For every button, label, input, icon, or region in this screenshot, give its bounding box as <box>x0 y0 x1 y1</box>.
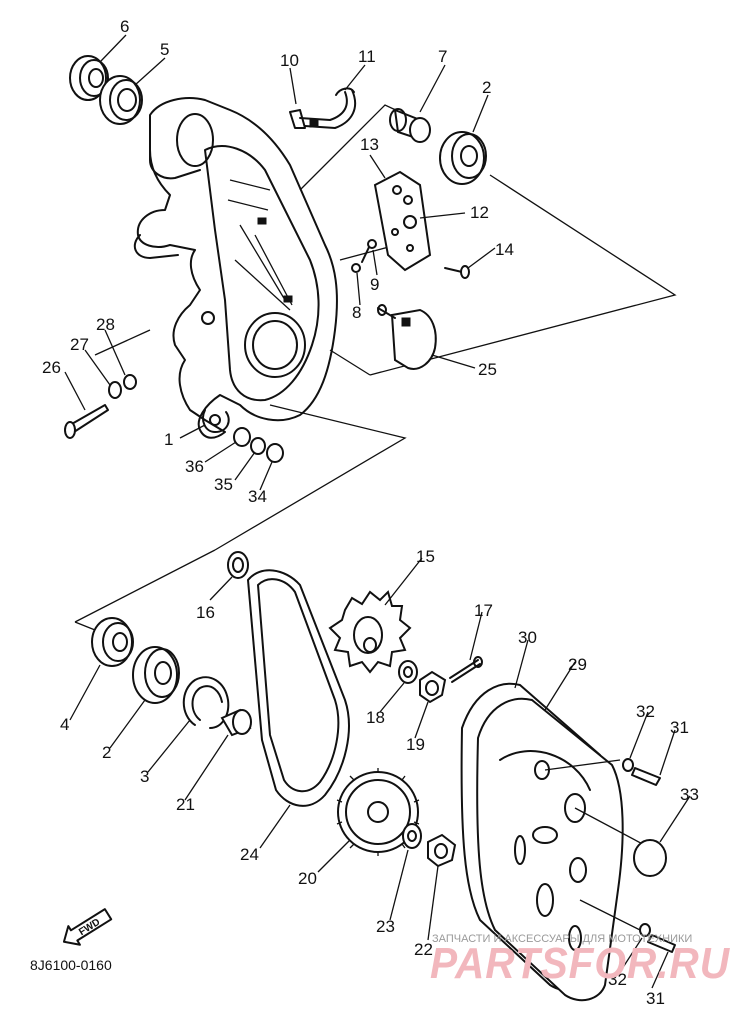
part-26-27-28-bolt <box>64 374 137 439</box>
callout-3: 3 <box>140 767 149 786</box>
part-10-11-breather <box>289 87 357 129</box>
callout-23: 23 <box>376 917 395 936</box>
callout-2-upper: 2 <box>482 78 491 97</box>
callout-22: 22 <box>414 940 433 959</box>
part-18-19-washer-nut <box>398 660 447 704</box>
diagram-code: 8J6100-0160 <box>30 957 112 973</box>
part-20-sprocket <box>336 768 420 856</box>
part-16-collar <box>227 551 249 579</box>
fwd-label: FWD <box>77 917 102 938</box>
part-8-9-screw <box>351 239 377 273</box>
part-4-seal-lower <box>91 617 134 667</box>
callout-11: 11 <box>358 47 376 66</box>
callout-32-lower: 32 <box>608 970 627 989</box>
callout-31-lower: 31 <box>646 989 665 1008</box>
callout-24: 24 <box>240 845 259 864</box>
part-25-tensioner <box>377 304 437 370</box>
callout-33: 33 <box>680 785 699 804</box>
callout-31-upper: 31 <box>670 718 689 737</box>
chain-case-housing <box>133 97 338 439</box>
callout-6: 6 <box>120 17 129 36</box>
part-17-cotter-pin <box>449 656 483 683</box>
callout-14: 14 <box>495 240 514 259</box>
callout-10: 10 <box>280 51 299 70</box>
callout-17: 17 <box>474 601 493 620</box>
callout-32-upper: 32 <box>636 702 655 721</box>
callout-4: 4 <box>60 715 69 734</box>
watermark: ЗАПЧАСТИ И АКСЕССУАРЫ ДЛЯ МОТОТЕХНИКИ PA… <box>430 933 730 988</box>
callout-27: 27 <box>70 335 89 354</box>
part-33-cap <box>574 807 667 877</box>
part-21-collar <box>220 708 252 737</box>
callout-1: 1 <box>164 430 173 449</box>
part-5-bearing <box>99 75 143 125</box>
part-34-35-36-fasteners <box>233 427 284 463</box>
part-2-bearing-lower <box>132 646 180 704</box>
callout-13: 13 <box>360 135 379 154</box>
callout-12: 12 <box>470 203 489 222</box>
part-12-13-plate <box>373 170 432 272</box>
part-14-screw <box>444 265 470 279</box>
callout-7: 7 <box>438 47 447 66</box>
part-24-chain <box>247 569 350 807</box>
callout-21: 21 <box>176 795 195 814</box>
watermark-logo: PARTSFOR.RU <box>430 939 730 988</box>
reference-lines-upper <box>74 104 677 631</box>
part-2-bearing-upper <box>439 131 487 185</box>
callout-16: 16 <box>196 603 215 622</box>
part-22-23-washer-nut <box>402 823 457 868</box>
part-31-32-bolts <box>544 758 676 953</box>
part-15-sprocket <box>328 590 412 674</box>
watermark-tagline: ЗАПЧАСТИ И АКСЕССУАРЫ ДЛЯ МОТОТЕХНИКИ <box>432 933 692 945</box>
callout-29: 29 <box>568 655 587 674</box>
callout-19: 19 <box>406 735 425 754</box>
part-7-collar <box>389 108 431 143</box>
callout-20: 20 <box>298 869 317 888</box>
callout-15: 15 <box>416 547 435 566</box>
leader-lines <box>64 34 691 989</box>
fwd-arrow: FWD <box>62 908 113 946</box>
callout-26: 26 <box>42 358 61 377</box>
callout-8: 8 <box>352 303 361 322</box>
callout-25: 25 <box>478 360 497 379</box>
callout-2-lower: 2 <box>102 743 111 762</box>
callout-36: 36 <box>185 457 204 476</box>
callout-labels: 6 5 10 11 7 2 13 12 14 9 8 25 28 27 26 1… <box>42 17 699 1008</box>
callout-5: 5 <box>160 40 169 59</box>
callout-35: 35 <box>214 475 233 494</box>
part-6-oil-seal <box>69 55 109 101</box>
part-29-30-cover <box>460 682 624 1002</box>
callout-9: 9 <box>370 275 379 294</box>
callout-30: 30 <box>518 628 537 647</box>
callout-18: 18 <box>366 708 385 727</box>
callout-34: 34 <box>248 487 267 506</box>
callout-28: 28 <box>96 315 115 334</box>
